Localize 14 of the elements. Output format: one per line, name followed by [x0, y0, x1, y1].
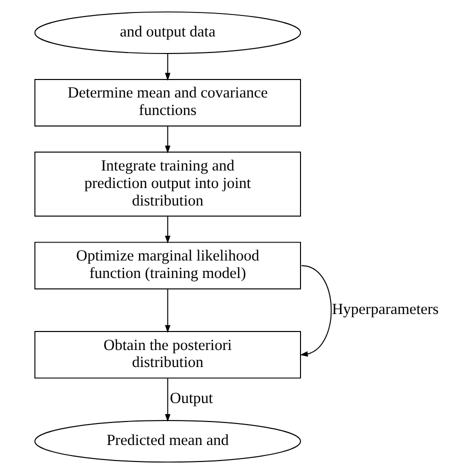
arrow — [164, 52, 170, 81]
node-box: Integrate training and prediction output into joint distribution — [34, 152, 300, 217]
edge-label: Hyperparameters — [331, 300, 438, 318]
arrow — [164, 288, 170, 333]
node-ellipse: Predicted mean and — [34, 420, 300, 463]
edge-label: Output — [169, 390, 212, 408]
node-ellipse: and output data — [34, 11, 300, 54]
node-box: Optimize marginal likelihood function (training model) — [34, 242, 300, 290]
arrow — [164, 126, 170, 154]
arrow — [300, 265, 332, 357]
arrow — [164, 216, 170, 244]
node-box: Determine mean and covariance functions — [34, 78, 300, 126]
arrow — [164, 378, 170, 422]
node-box: Obtain the posteriori distribution — [34, 331, 300, 379]
